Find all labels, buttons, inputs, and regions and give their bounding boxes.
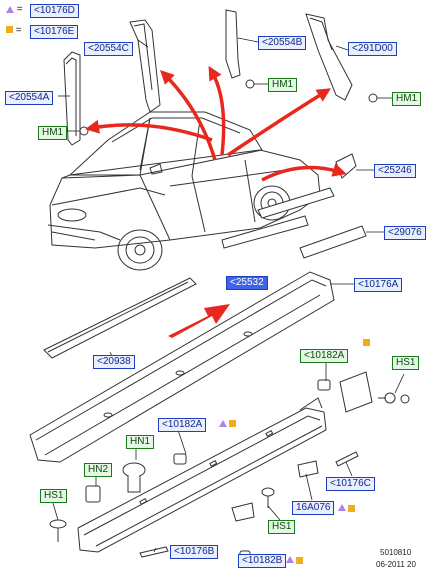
- moulding-20938: [43, 277, 197, 359]
- square-icon: [229, 420, 236, 427]
- triangle-icon: [219, 420, 227, 427]
- part-label-10176C[interactable]: <10176C: [326, 477, 375, 491]
- part-label-hs1-right[interactable]: HS1: [392, 356, 420, 370]
- part-label-hm1-left[interactable]: HM1: [38, 126, 68, 140]
- pillar-trim-20554C: [129, 19, 161, 113]
- sill-panel-10176A: [29, 271, 335, 463]
- part-label-20938[interactable]: <20938: [93, 355, 135, 369]
- car-illustration: [47, 111, 321, 271]
- screw-hs1-right: [384, 392, 396, 404]
- clip-hm1-right: [368, 93, 378, 103]
- clips: [79, 79, 378, 136]
- part-label-20554B[interactable]: <20554B: [258, 36, 307, 50]
- moulding-29076: [299, 225, 367, 259]
- moulding-25246: [335, 153, 357, 179]
- square-icon: [348, 505, 355, 512]
- part-label-hn1[interactable]: HN1: [126, 435, 155, 449]
- part-label-hm1-top[interactable]: HM1: [268, 78, 298, 92]
- clip-hm1-left: [79, 126, 89, 136]
- part-label-20554C[interactable]: <20554C: [84, 42, 133, 56]
- legend-triangle: =: [6, 4, 23, 16]
- moulding-25532: [221, 215, 309, 249]
- red-arrows: [85, 65, 347, 182]
- triangle-icon: [6, 6, 14, 13]
- triangle-icon: [338, 504, 346, 511]
- square-icon: [6, 26, 13, 33]
- part-16A076: [297, 460, 319, 478]
- legend-code-10176D[interactable]: <10176D: [30, 4, 79, 18]
- part-label-25532[interactable]: <25532: [226, 276, 268, 290]
- screw-hs1-bottom: [261, 487, 275, 497]
- sill-panel-10176B: [77, 397, 327, 553]
- strip-10176C: [335, 451, 359, 467]
- part-label-25246[interactable]: <25246: [374, 164, 416, 178]
- part-label-20554A[interactable]: <20554A: [5, 91, 54, 105]
- big-red-arrow: [168, 304, 230, 338]
- moulding-upper-strip: [257, 187, 335, 219]
- screw-hs1-left: [49, 519, 67, 529]
- ref-number: 5010810: [380, 548, 412, 557]
- side-mouldings: [43, 153, 367, 359]
- triangle-icon: [286, 556, 294, 563]
- part-label-10182A-mid[interactable]: <10182A: [158, 418, 207, 432]
- pillar-trim-291D00: [305, 13, 353, 101]
- legend-code-10176E[interactable]: <10176E: [30, 25, 79, 39]
- square-icon: [296, 557, 303, 564]
- nut-hn2: [85, 485, 101, 503]
- legend-square: =: [6, 25, 22, 37]
- clip-10182A-right: [317, 379, 331, 391]
- square-icon: [363, 339, 370, 346]
- clip-10182A-mid: [173, 453, 187, 465]
- part-label-10182B[interactable]: <10182B: [238, 554, 287, 568]
- part-label-hn2[interactable]: HN2: [84, 463, 113, 477]
- legend-triangle-eq: =: [16, 4, 23, 15]
- part-label-29076[interactable]: <29076: [384, 226, 426, 240]
- part-label-16A076[interactable]: 16A076: [292, 501, 335, 515]
- ref-date: 06-2011 20: [376, 560, 416, 569]
- nut-hn1: [122, 462, 146, 478]
- pillar-trims: [63, 9, 353, 146]
- part-label-10176A[interactable]: <10176A: [354, 278, 403, 292]
- part-label-hs1-left[interactable]: HS1: [40, 489, 68, 503]
- part-label-10182A-right[interactable]: <10182A: [300, 349, 349, 363]
- part-label-hm1-right[interactable]: HM1: [392, 92, 422, 106]
- pillar-trim-20554B: [225, 9, 241, 79]
- part-label-291D00[interactable]: <291D00: [348, 42, 397, 56]
- clip-hm1-top: [245, 79, 255, 89]
- bracket-right: [339, 371, 373, 413]
- part-label-10176B[interactable]: <10176B: [170, 545, 219, 559]
- legend-square-eq: =: [15, 25, 22, 36]
- part-label-hs1-bottom[interactable]: HS1: [268, 520, 296, 534]
